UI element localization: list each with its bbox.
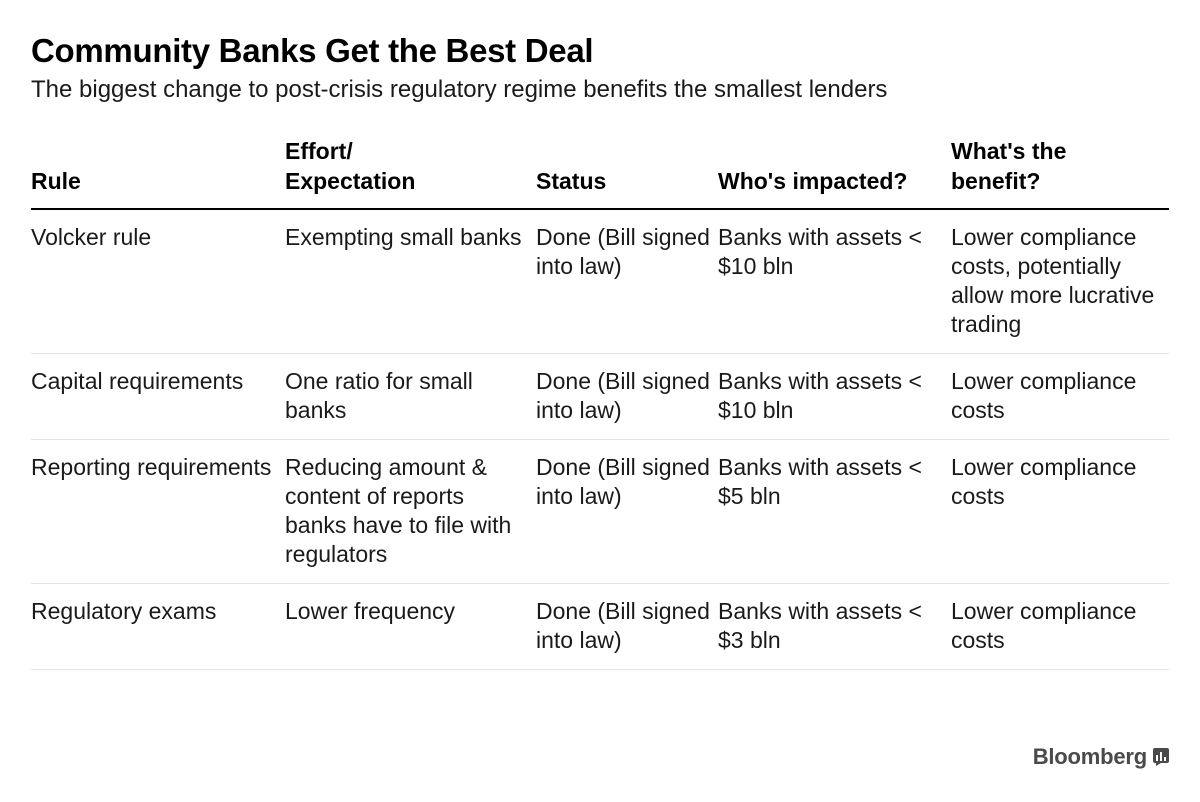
cell-status: Done (Bill signed into law): [536, 209, 718, 354]
cell-rule: Capital requirements: [31, 353, 285, 440]
table-container: Rule Effort/ Expectation Status Who's im…: [31, 136, 1169, 670]
table-row: Reporting requirements Reducing amount &…: [31, 439, 1169, 584]
column-header-rule: Rule: [31, 136, 285, 210]
column-header-effort-line2: Expectation: [285, 168, 416, 194]
cell-rule: Regulatory exams: [31, 583, 285, 670]
table-row: Capital requirements One ratio for small…: [31, 353, 1169, 440]
cell-impacted: Banks with assets < $10 bln: [718, 209, 951, 354]
chart-title: Community Banks Get the Best Deal: [31, 32, 594, 69]
column-header-effort: Effort/ Expectation: [285, 136, 536, 210]
chart-subtitle: The biggest change to post-crisis regula…: [31, 76, 888, 103]
cell-impacted: Banks with assets < $10 bln: [718, 353, 951, 440]
rules-table: Rule Effort/ Expectation Status Who's im…: [31, 136, 1169, 670]
cell-benefit: Lower compliance costs, potentially allo…: [951, 209, 1169, 354]
cell-impacted: Banks with assets < $5 bln: [718, 439, 951, 584]
cell-effort: One ratio for small banks: [285, 353, 536, 440]
cell-status: Done (Bill signed into law): [536, 439, 718, 584]
bloomberg-logo-text: Bloomberg: [1032, 744, 1148, 769]
table-body: Volcker rule Exempting small banks Done …: [31, 209, 1169, 670]
cell-status: Done (Bill signed into law): [536, 583, 718, 670]
cell-effort: Reducing amount & content of reports ban…: [285, 439, 536, 584]
bloomberg-chart-icon: [1153, 748, 1169, 766]
cell-rule: Reporting requirements: [31, 439, 285, 584]
cell-rule: Volcker rule: [31, 209, 285, 354]
column-header-benefit-line2: benefit?: [951, 168, 1041, 194]
cell-impacted: Banks with assets < $3 bln: [718, 583, 951, 670]
cell-benefit: Lower compliance costs: [951, 439, 1169, 584]
column-header-effort-line1: Effort/: [285, 138, 353, 164]
column-header-benefit: What's the benefit?: [951, 136, 1169, 210]
cell-benefit: Lower compliance costs: [951, 583, 1169, 670]
column-header-benefit-line1: What's the: [951, 138, 1067, 164]
cell-effort: Lower frequency: [285, 583, 536, 670]
header-row: Rule Effort/ Expectation Status Who's im…: [31, 136, 1169, 210]
cell-effort: Exempting small banks: [285, 209, 536, 354]
table-header: Rule Effort/ Expectation Status Who's im…: [31, 136, 1169, 210]
column-header-impacted: Who's impacted?: [718, 136, 951, 210]
table-row: Volcker rule Exempting small banks Done …: [31, 209, 1169, 354]
cell-status: Done (Bill signed into law): [536, 353, 718, 440]
footer: Bloomberg: [1033, 744, 1169, 770]
table-row: Regulatory exams Lower frequency Done (B…: [31, 583, 1169, 670]
cell-benefit: Lower compliance costs: [951, 353, 1169, 440]
column-header-status: Status: [536, 136, 718, 210]
